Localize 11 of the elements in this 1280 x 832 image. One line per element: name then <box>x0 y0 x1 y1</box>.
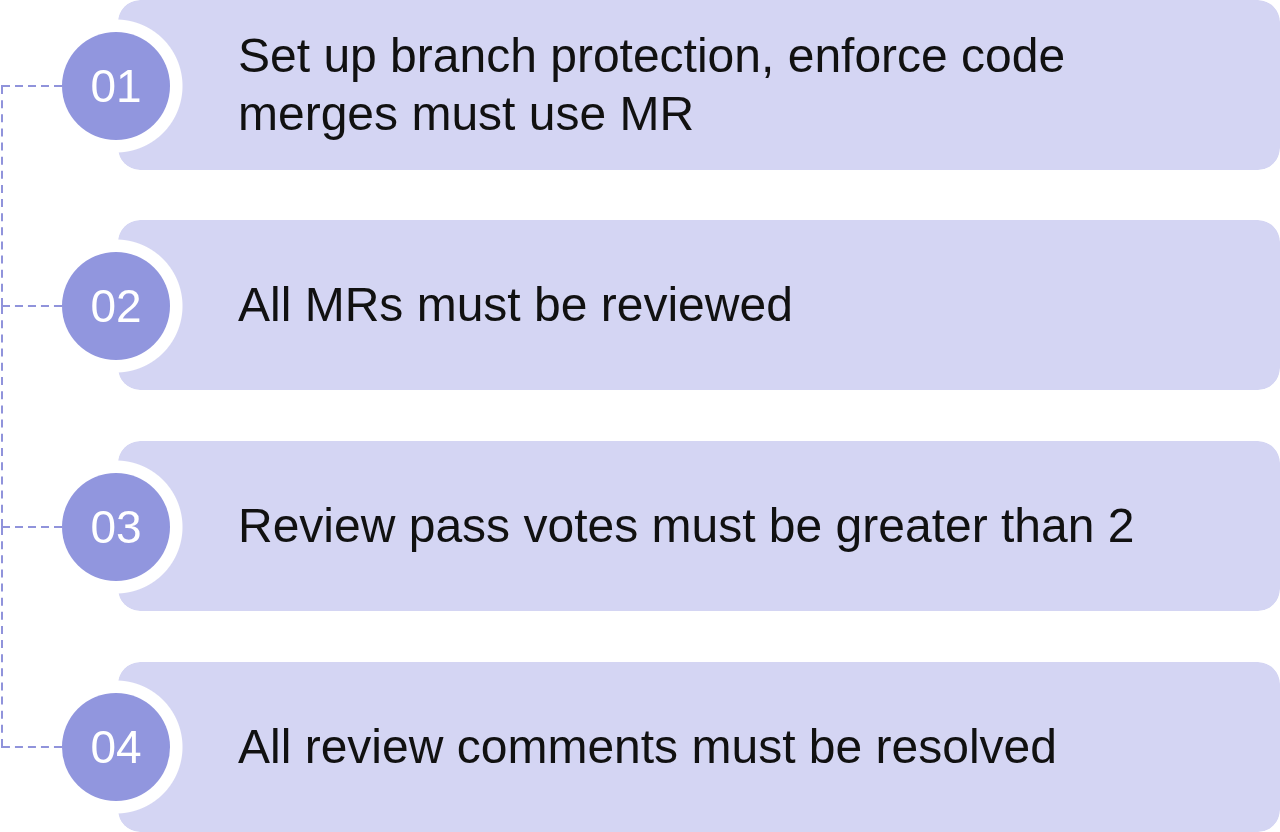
step-number-circle: 01 <box>62 32 170 140</box>
step-number-circle: 04 <box>62 693 170 801</box>
connector-line <box>1 526 63 748</box>
step-number-circle: 03 <box>62 473 170 581</box>
step-text: All MRs must be reviewed <box>238 277 794 333</box>
step-text: Review pass votes must be greater than 2 <box>238 498 1136 554</box>
step-number-circle: 02 <box>62 252 170 360</box>
connector-line <box>1 85 63 307</box>
connector-line <box>1 305 63 528</box>
step-text: All review comments must be resolved <box>238 719 1058 775</box>
step-text: Set up branch protection, enforce code merges must use MR <box>238 28 1067 142</box>
